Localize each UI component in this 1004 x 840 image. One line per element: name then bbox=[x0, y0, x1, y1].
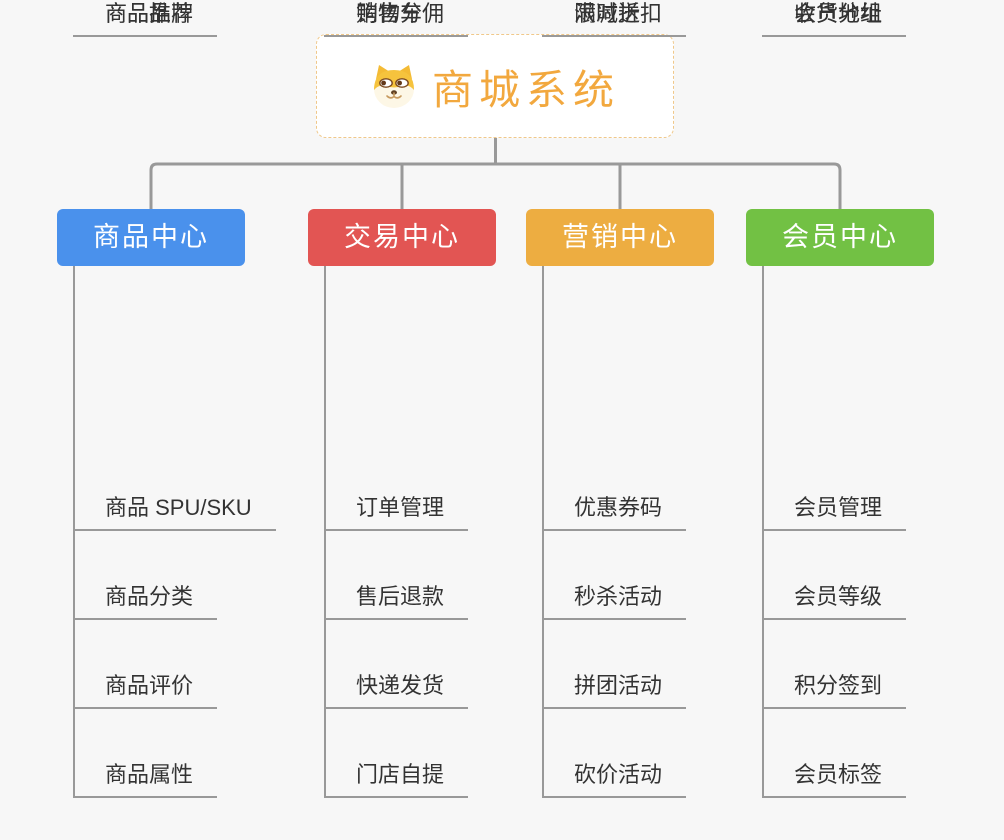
leaf-node[interactable]: 会员标签 bbox=[762, 761, 907, 798]
leaf-node[interactable]: 满减送 bbox=[542, 0, 665, 37]
leaf-node[interactable]: 会员管理 bbox=[762, 494, 907, 531]
leaf-node[interactable]: 商品 SPU/SKU bbox=[73, 494, 276, 531]
leaf-node[interactable]: 拼团活动 bbox=[542, 672, 687, 709]
leaf-node[interactable]: 积分签到 bbox=[762, 672, 907, 709]
branch-marketing-center: 营销中心 优惠券码 秒杀活动 拼团活动 砍价活动 限时折扣 满减送 bbox=[526, 0, 766, 840]
root-title: 商城系统 bbox=[432, 67, 620, 113]
branch-node-member-center[interactable]: 会员中心 bbox=[746, 209, 934, 266]
leaf-node[interactable]: 订单管理 bbox=[324, 494, 469, 531]
branch-spine-line bbox=[73, 266, 75, 798]
leaf-node[interactable]: 收货地址 bbox=[762, 0, 907, 37]
leaf-node[interactable]: 商品属性 bbox=[73, 761, 218, 798]
root-node[interactable]: 商城系统 bbox=[316, 34, 674, 138]
branch-spine-line bbox=[324, 266, 326, 798]
branch-spine-line bbox=[762, 266, 764, 798]
leaf-node[interactable]: 商品品牌 bbox=[73, 0, 218, 37]
leaf-node[interactable]: 秒杀活动 bbox=[542, 583, 687, 620]
leaf-node[interactable]: 快递发货 bbox=[324, 672, 469, 709]
leaf-node[interactable]: 商品评价 bbox=[73, 672, 218, 709]
branch-node-marketing-center[interactable]: 营销中心 bbox=[526, 209, 714, 266]
shiba-dog-icon bbox=[374, 65, 414, 108]
branch-member-center: 会员中心 会员管理 会员等级 积分签到 会员标签 会员分组 收货地址 bbox=[746, 0, 986, 840]
branch-node-trade-center[interactable]: 交易中心 bbox=[308, 209, 496, 266]
leaf-node[interactable]: 门店自提 bbox=[324, 761, 469, 798]
leaf-node[interactable]: 销售分佣 bbox=[324, 0, 469, 37]
branch-spine-line bbox=[542, 266, 544, 798]
leaf-node[interactable]: 售后退款 bbox=[324, 583, 469, 620]
leaf-node[interactable]: 会员等级 bbox=[762, 583, 907, 620]
leaf-node[interactable]: 商品分类 bbox=[73, 583, 218, 620]
branch-trade-center: 交易中心 订单管理 售后退款 快递发货 门店自提 购物车 销售分佣 bbox=[308, 0, 548, 840]
branch-product-center: 商品中心 商品 SPU/SKU 商品分类 商品评价 商品属性 商品推荐 商品品牌 bbox=[57, 0, 297, 840]
leaf-node[interactable]: 砍价活动 bbox=[542, 761, 687, 798]
branch-node-product-center[interactable]: 商品中心 bbox=[57, 209, 245, 266]
leaf-node[interactable]: 优惠券码 bbox=[542, 494, 687, 531]
